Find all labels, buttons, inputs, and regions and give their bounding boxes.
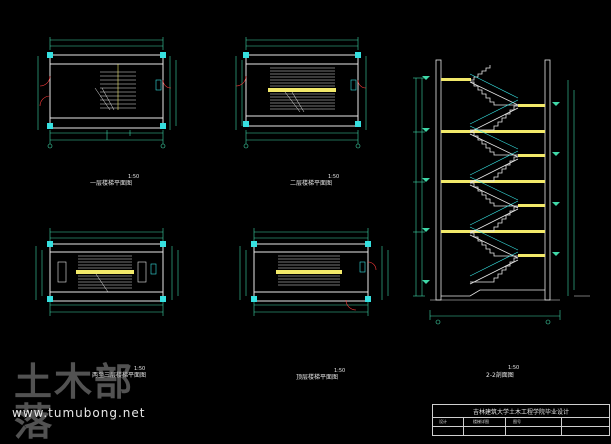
plan-view-2 xyxy=(235,37,367,149)
section-view xyxy=(413,59,590,325)
plan-4-label: 顶层楼梯平面图 xyxy=(296,374,339,381)
watermark-logo-text: 土木部落 xyxy=(14,359,135,444)
plan-3-scale: 1:50 xyxy=(134,366,146,372)
plan-view-1 xyxy=(37,37,177,149)
plan-2-scale: 1:50 xyxy=(328,174,340,180)
plan-1-label: 一层楼梯平面图 xyxy=(90,180,133,187)
plan-view-3 xyxy=(35,228,179,316)
plan-3-label: 两至三层楼梯平面图 xyxy=(92,372,147,379)
section-label: 2-2剖面图 xyxy=(486,372,514,379)
section-scale: 1:50 xyxy=(508,365,520,371)
title-block: 吉林建筑大学土木工程学院毕业设计 设计 楼梯详图 图号 xyxy=(432,404,610,436)
plan-1-scale: 1:50 xyxy=(128,174,140,180)
site-watermark: 土木部落 www.tumubong.net xyxy=(8,362,168,442)
title-block-cell-drawing-name: 楼梯详图 xyxy=(473,419,489,424)
plan-4-scale: 1:50 xyxy=(334,368,346,374)
title-block-cell-designer: 设计 xyxy=(439,419,447,424)
title-block-cell-drawing-number: 图号 xyxy=(513,419,521,424)
plan-2-label: 二层楼梯平面图 xyxy=(290,180,333,187)
watermark-url: www.tumubong.net xyxy=(12,406,146,420)
plan-view-4 xyxy=(239,228,389,316)
title-block-title: 吉林建筑大学土木工程学院毕业设计 xyxy=(472,409,569,416)
